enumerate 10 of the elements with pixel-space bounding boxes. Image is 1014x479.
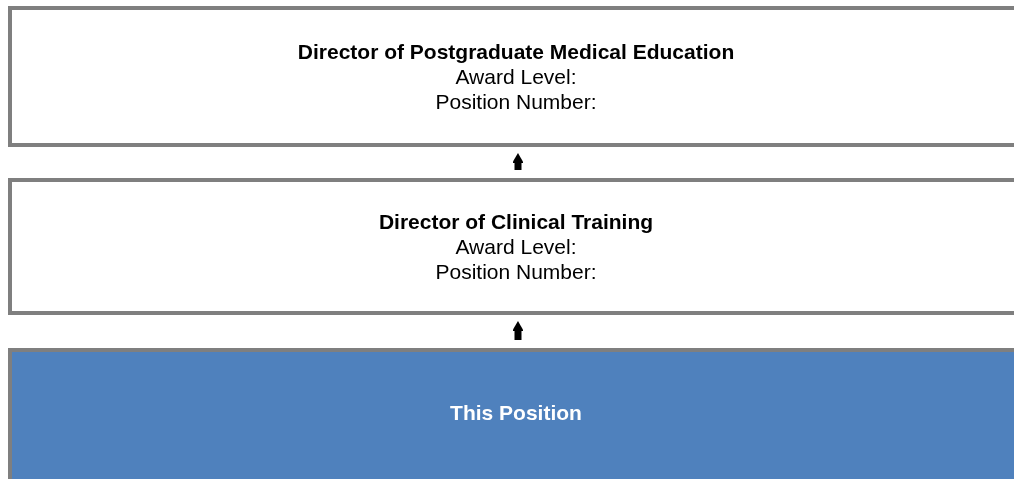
position-title: Director of Postgraduate Medical Education bbox=[297, 39, 735, 64]
highlighted-position-box bbox=[8, 348, 1014, 479]
position-detail: Award Level: bbox=[455, 234, 577, 259]
position-box bbox=[8, 178, 1014, 315]
position-title: This Position bbox=[450, 399, 582, 425]
position-box bbox=[8, 6, 1014, 147]
position-detail: Position Number: bbox=[435, 259, 597, 284]
position-detail: Position Number: bbox=[435, 89, 597, 114]
position-title: Director of Clinical Training bbox=[378, 209, 654, 234]
position-detail: Award Level: bbox=[455, 64, 577, 89]
